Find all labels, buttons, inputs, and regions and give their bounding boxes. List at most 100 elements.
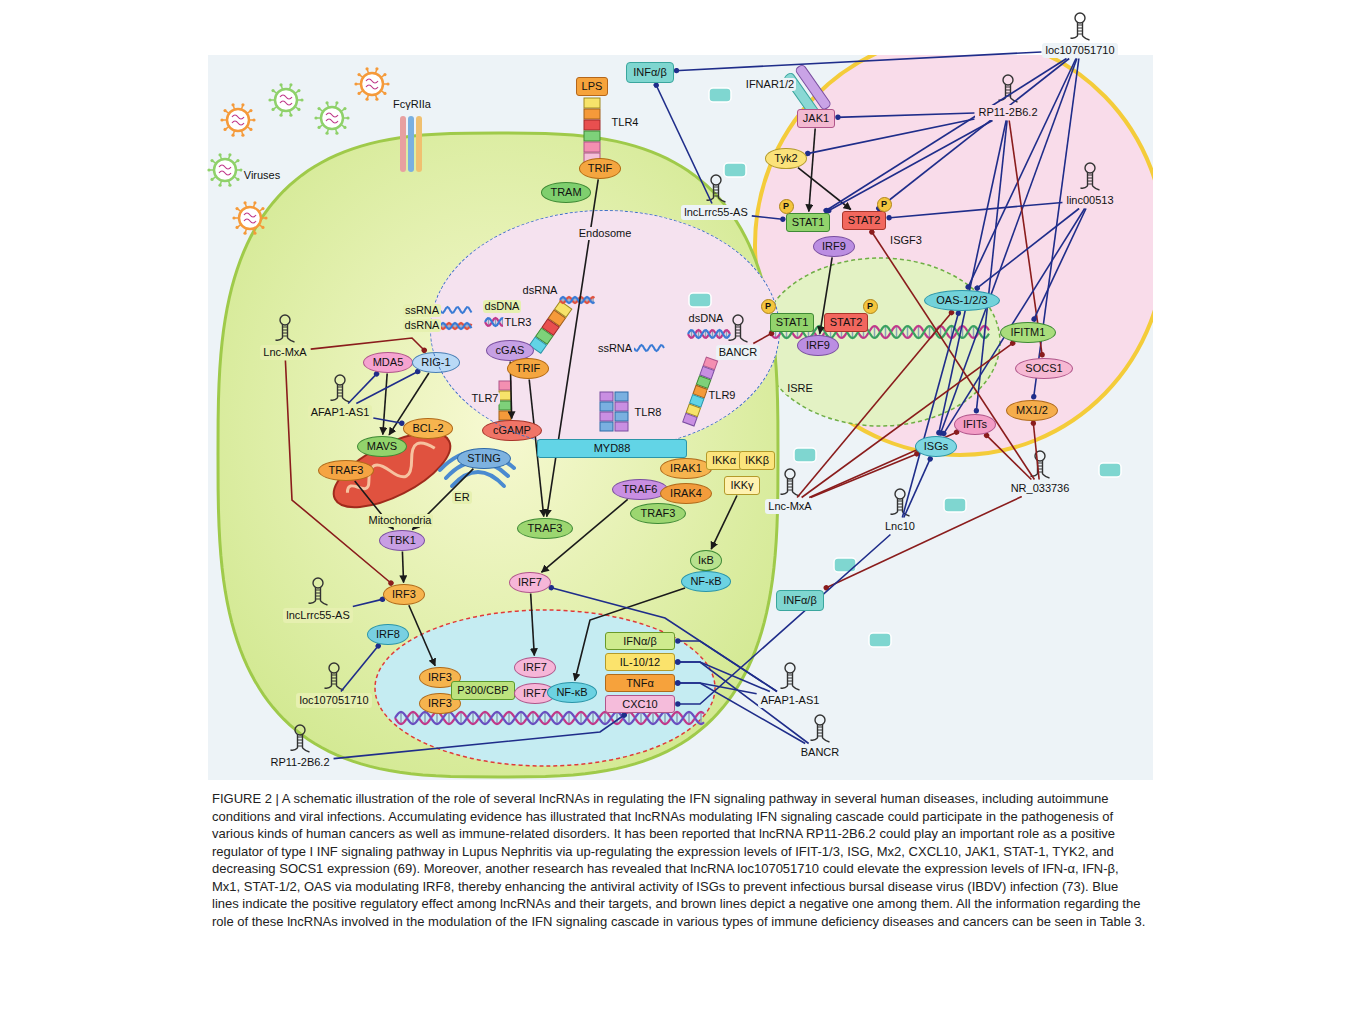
node-text: TRAF6 [623,483,658,496]
node-text: IRF9 [806,339,830,352]
part-label: ISRE [785,382,815,395]
positive-regulation-line [334,714,626,759]
helix-strand [688,330,730,338]
helix-rung [580,713,582,724]
node-text: IRF3 [392,588,416,601]
positive-regulation-line [902,311,959,517]
node-text: TRAF3 [329,464,364,477]
fcgriia-receptor [400,116,422,172]
node-text: P [783,201,789,211]
node-text: NF-κB [556,686,587,699]
part-label: dsRNA [521,284,560,297]
node-text: TRAM [550,186,581,199]
helix-rung [628,713,630,724]
positive-regulation-line [943,209,1085,436]
node-text: IRAK4 [670,487,702,500]
positive-regulation-line [836,113,974,117]
gene-box: CXC10 [605,695,675,713]
helix-rung [412,713,414,724]
protein-ellipse: TRAM [541,182,592,203]
positive-regulation-line [655,84,712,204]
tlr8-receptor [600,392,628,431]
lncrna-label: lncLrrc55-AS [283,608,353,623]
protein-ellipse: IRF7 [514,657,556,678]
negative-regulation-line [811,453,919,497]
lncrna-icon [1031,451,1050,478]
helix-rung [496,713,498,724]
signal-arrow [809,129,815,212]
positive-regulation-line [676,535,890,705]
node-text: RP11-2B6.2 [978,106,1037,119]
protein-box: P300/CBP [451,681,514,700]
node-text: IRF7 [518,576,542,589]
node-text: IKKγ [730,479,753,492]
part-label: dsRNA [403,319,442,332]
helix-rung [472,713,474,724]
part-label: IFNAR1/2 [744,78,796,91]
lncrna-icon [811,715,830,742]
node-text: IRF9 [822,240,846,253]
nuclear-dna [395,712,704,724]
node-text: lncLrrc55-AS [684,206,748,219]
part-label: TLR7 [470,392,501,405]
protein-box: STAT2 [842,211,887,230]
virus [220,103,255,137]
lncrna-label: loc107051710 [296,693,371,708]
helix-rung [592,713,594,724]
helix-rung [568,713,570,724]
node-text: TRIF [516,362,540,375]
node-text: MYD88 [594,442,631,455]
node-text: AFAP1-AS1 [761,694,820,707]
lncrna-label: RP11-2B6.2 [267,755,332,770]
node-text: BANCR [719,346,758,359]
ifn-molecule [1099,463,1121,477]
positive-regulation-line [341,645,379,692]
negative-regulation-line [1033,421,1039,479]
node-text: P [881,199,887,209]
helix-rung [556,713,558,724]
helix-rung [700,713,702,724]
positive-regulation-line [353,599,384,607]
node-text: IL-10/12 [620,656,660,669]
protein-ellipse: ISGs [915,436,958,457]
ifn-molecule [869,633,891,647]
node-text: cGAMP [493,424,531,437]
protein-ellipse: BCL-2 [403,418,454,439]
helix-rung [604,713,606,724]
protein-box: STAT1 [786,213,831,232]
dsrna-strand [560,297,595,303]
node-text: TNFα [626,677,654,690]
ifn-molecule [709,88,731,102]
protein-ellipse: MAVS [357,436,407,457]
negative-regulation-line [825,497,1022,589]
part-label: TLR4 [610,116,641,129]
node-text: INFα/β [633,66,666,79]
protein-ellipse: TBK1 [379,530,425,551]
node-text: lncLrrc55-AS [286,609,350,622]
ifn-box: INFα/β [776,590,823,611]
signal-arrow [402,551,403,582]
node-text: cGAS [496,344,525,357]
helix-rung [508,713,510,724]
protein-box: IKKβ [739,451,775,470]
node-text: Lnc10 [885,520,915,533]
lncrna-label: lncLrrc55-AS [681,205,751,220]
node-text: STAT1 [792,216,825,229]
protein-box: IKKα [706,451,742,470]
signal-arrow [383,373,387,434]
helix-strand [688,330,730,338]
positive-regulation-line [752,216,785,220]
node-text: IKKβ [745,454,769,467]
lncrna-label: AFAP1-AS1 [758,693,823,708]
endosome: EndosomeTRIF [430,210,780,450]
endosome-fill [430,210,780,450]
protein-box: JAK1 [797,109,835,128]
phosphate-circle: P [761,299,776,314]
node-text: CXC10 [622,698,657,711]
protein-ellipse: IFITM1 [1000,322,1056,343]
protein-ellipse: MDA5 [363,352,413,373]
node-text: MX1/2 [1016,404,1048,417]
lncrna-icon [291,725,310,752]
helix-rung [616,713,618,724]
node-text: IRAK1 [670,462,702,475]
